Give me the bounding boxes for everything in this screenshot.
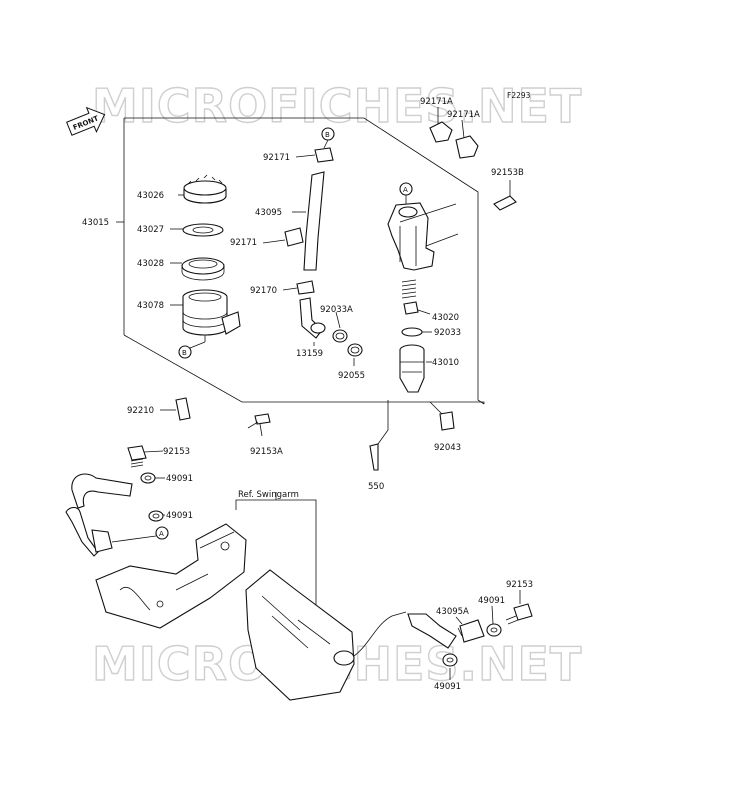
washer-49091-bottom — [442, 653, 458, 667]
label-43095: 43095 — [255, 208, 282, 218]
clamp-92171-top — [314, 147, 334, 163]
callout-b-mid-label: B — [325, 131, 330, 139]
label-43095a: 43095A — [436, 607, 469, 617]
brake-hose-left — [65, 473, 133, 557]
callout-b-mid: B — [321, 127, 335, 149]
master-cylinder-body — [387, 202, 459, 271]
ref-swingarm-label: Ref. Swingarm — [238, 490, 299, 500]
bolt-92153-left — [127, 445, 147, 468]
label-43028: 43028 — [137, 259, 164, 269]
label-92153b: 92153B — [491, 168, 524, 178]
label-92210: 92210 — [127, 406, 154, 416]
label-43010: 43010 — [432, 358, 459, 368]
label-92171-mid: 92171 — [230, 238, 257, 248]
label-49091-lower: 49091 — [166, 511, 193, 521]
callout-a-top-label: A — [403, 186, 408, 194]
callout-a-bottom-label: A — [159, 530, 164, 538]
callout-b-left-label: B — [182, 349, 187, 357]
piston-43010 — [399, 344, 432, 393]
clevis-pin-92043 — [429, 401, 455, 431]
label-43027: 43027 — [137, 225, 164, 235]
reservoir-cap-43026 — [183, 174, 227, 204]
label-43015: 43015 — [82, 218, 109, 228]
clamp-92171a-1 — [429, 121, 453, 143]
clamp-92171-mid — [284, 227, 304, 247]
spring-43020 — [401, 279, 431, 315]
callout-a-bottom: A — [111, 526, 169, 543]
label-49091-right: 49091 — [478, 596, 505, 606]
bolt-92153a — [247, 413, 271, 437]
label-92055: 92055 — [338, 371, 365, 381]
washer-49091-upper — [140, 472, 156, 484]
watermark-top: MICROFICHES.NET — [92, 79, 582, 133]
label-92033a: 92033A — [320, 305, 353, 315]
leader-lines — [143, 107, 521, 680]
bolt-92153-right — [505, 603, 533, 625]
joint-92170 — [296, 280, 315, 295]
washer-49091-lower — [148, 510, 164, 522]
label-92171a-2: 92171A — [447, 110, 480, 120]
label-92043: 92043 — [434, 443, 461, 453]
label-92153-right: 92153 — [506, 580, 533, 590]
assembly-frame — [116, 117, 485, 405]
bolt-92153b — [493, 180, 517, 211]
clamp-92171a-2 — [455, 135, 479, 159]
figure-code: F2293 — [507, 91, 531, 100]
label-92033: 92033 — [434, 328, 461, 338]
label-550: 550 — [368, 482, 384, 492]
oring-92033a — [332, 329, 348, 343]
swingarm — [95, 523, 407, 701]
callout-a-top: A — [399, 182, 413, 205]
hose-13159 — [299, 297, 326, 339]
front-arrow-icon: FRONT — [66, 106, 106, 136]
label-92170: 92170 — [250, 286, 277, 296]
hose-43095a — [407, 613, 485, 649]
reservoir-plate-43027 — [182, 223, 224, 237]
label-92171a-1: 92171A — [420, 97, 453, 107]
cotter-pin-550 — [369, 400, 389, 471]
label-43026: 43026 — [137, 191, 164, 201]
ref-swingarm-bracket — [235, 492, 317, 636]
label-49091-bottom: 49091 — [434, 682, 461, 692]
label-43078: 43078 — [137, 301, 164, 311]
label-43020: 43020 — [432, 313, 459, 323]
callout-b-left: B — [178, 341, 206, 359]
label-92153-left: 92153 — [163, 447, 190, 457]
label-92171-top: 92171 — [263, 153, 290, 163]
circlip-92033 — [401, 327, 432, 337]
label-92153a: 92153A — [250, 447, 283, 457]
washer-49091-right — [486, 623, 502, 637]
oring-92055 — [347, 343, 363, 357]
diaphragm-43028 — [181, 257, 225, 281]
clip-92210 — [160, 397, 191, 421]
label-13159: 13159 — [296, 349, 323, 359]
label-49091-upper: 49091 — [166, 474, 193, 484]
hose-43095 — [303, 171, 325, 271]
reservoir-43078 — [182, 289, 241, 342]
